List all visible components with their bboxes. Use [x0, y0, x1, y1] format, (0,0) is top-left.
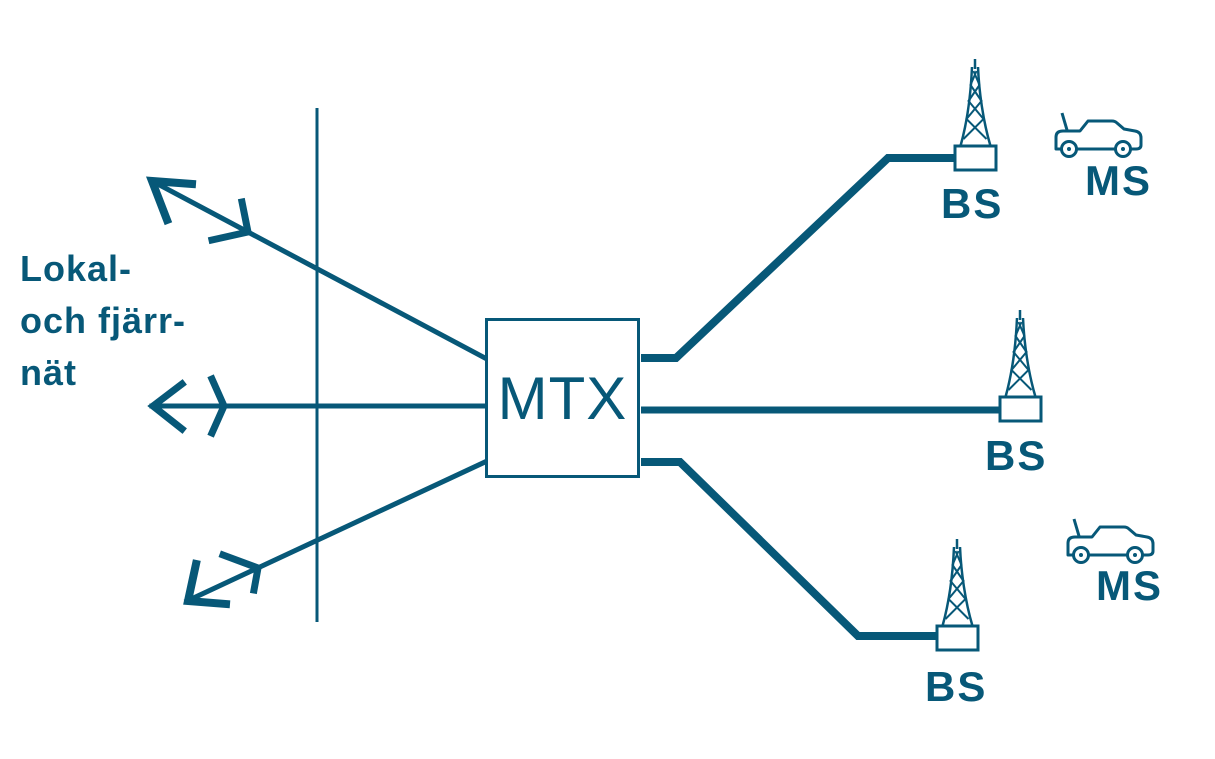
- mtx-label: MTX: [497, 364, 628, 432]
- arrowhead-icon: [218, 550, 262, 595]
- bs-label-lower: BS: [925, 663, 988, 710]
- ms-label-lower: MS: [1096, 562, 1163, 609]
- bs-label-upper: BS: [941, 180, 1004, 227]
- bs-link-lower: [641, 458, 936, 640]
- car-icon: [1066, 517, 1155, 564]
- trunk-line-middle: [147, 374, 488, 438]
- mtx-exchange-box: MTX: [485, 318, 640, 478]
- trunk-line-lower: [183, 458, 489, 609]
- arrowhead-icon: [183, 559, 231, 609]
- radio-tower-icon: [935, 537, 980, 652]
- bs-label-middle: BS: [985, 432, 1048, 479]
- arrowhead-icon: [147, 379, 187, 434]
- bs-link-upper: [641, 154, 954, 362]
- arrowhead-icon: [207, 197, 253, 245]
- network-caption-line3: nät: [20, 352, 77, 393]
- network-caption: Lokal- och fjärr- nät: [20, 243, 186, 399]
- radio-tower-icon: [953, 57, 998, 172]
- network-caption-line1: Lokal-: [20, 248, 133, 289]
- car-icon: [1054, 111, 1143, 158]
- trunk-line-upper: [145, 176, 489, 362]
- ms-label-upper: MS: [1085, 157, 1152, 204]
- arrowhead-icon: [207, 374, 228, 438]
- radio-tower-icon: [998, 308, 1043, 423]
- arrowhead-icon: [145, 176, 197, 226]
- network-caption-line2: och fjärr-: [20, 300, 187, 341]
